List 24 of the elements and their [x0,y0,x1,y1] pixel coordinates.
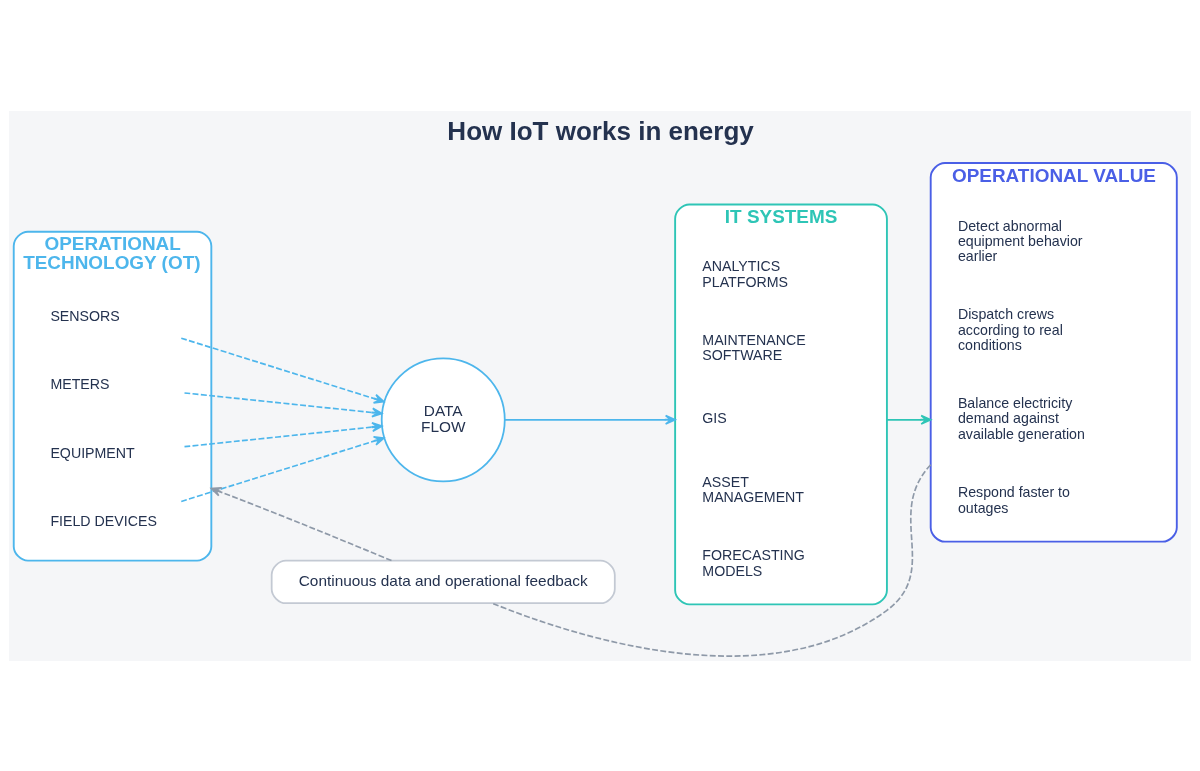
node-text: EQUIPMENT [50,444,135,461]
node-text: METERS [50,375,110,392]
node-text: GIS [702,409,727,426]
connector [491,463,932,657]
arrow [183,421,383,447]
arrow [180,435,385,502]
node-circle: DATA FLOW [380,356,506,482]
node-text: ASSET MANAGEMENT [702,473,805,505]
arrow [180,336,385,404]
node-text: FIELD DEVICES [50,512,157,529]
node-text: Dispatch crews according to real conditions [957,305,1063,353]
node-text: ANALYTICS PLATFORMS [702,257,789,290]
node-text: Detect abnormal equipment behavior earlier [957,217,1083,264]
node-text: Respond faster to outages [957,483,1070,516]
diagram-title: How IoT works in energy [447,115,754,146]
arrow [503,414,676,425]
node-text: Balance electricity demand against available generation [957,394,1085,442]
arrow [183,391,383,418]
node-text: FORECASTING MODELS [702,546,805,579]
node-box: Continuous data and operational feedback [270,559,616,604]
node-text: SENSORS [50,307,120,324]
arrow [210,486,393,561]
node-text: MAINTENANCE SOFTWARE [702,331,806,363]
arrow [886,414,932,425]
